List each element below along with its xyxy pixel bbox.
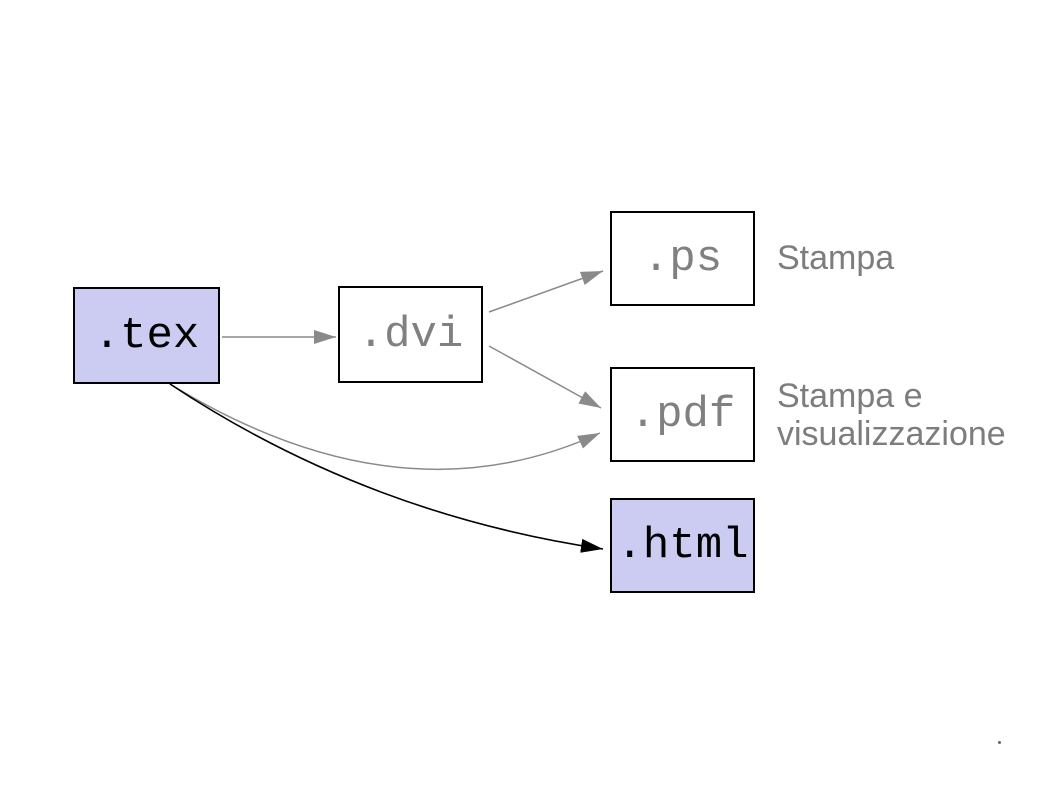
edge-tex-to-pdf [169,383,601,471]
annotation-stampa-e-visualizzazione: Stampa e visualizzazione [777,377,1006,453]
annotation-stampa-line: Stampa [777,239,895,277]
edge-tex-to-html [169,383,604,553]
node-pdf-label: .pdf [629,389,736,440]
annotation-stampa: Stampa [777,239,894,277]
edge-dvi-to-ps [488,270,604,313]
node-dvi: .dvi [338,286,483,383]
node-html: .html [610,498,755,593]
node-tex-label: .tex [93,310,200,361]
annotation-pdf-line-1: Stampa e [777,377,923,415]
node-ps-label: .ps [642,233,723,284]
node-pdf: .pdf [610,367,755,462]
node-tex: .tex [73,287,220,384]
node-html-label: .html [616,520,749,571]
stray-dot [998,741,1001,744]
annotation-pdf-line-2: visualizzazione [777,415,1006,453]
node-dvi-label: .dvi [357,309,464,360]
edge-dvi-to-pdf [488,345,602,409]
node-ps: .ps [610,211,755,306]
